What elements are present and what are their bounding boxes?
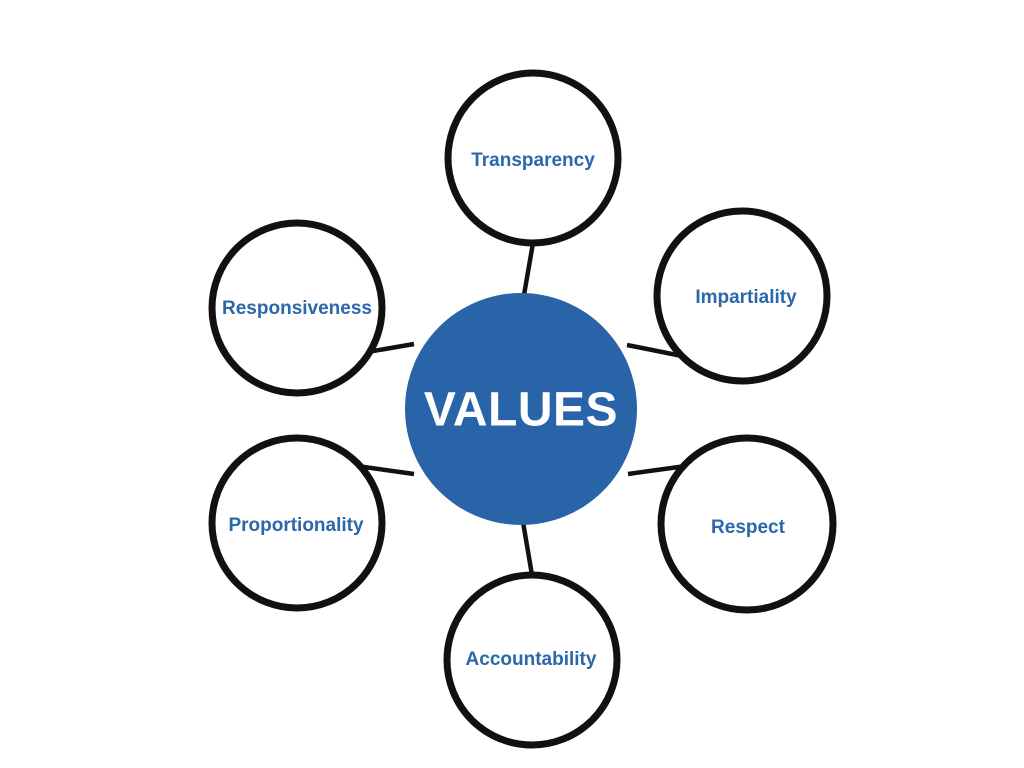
hub-node[interactable]: VALUES (405, 293, 637, 525)
spoke-node-impartiality[interactable]: Impartiality (653, 207, 831, 385)
spoke-label-transparency: Transparency (471, 150, 595, 171)
connector-transparency (521, 242, 536, 296)
spoke-circle-impartiality[interactable] (653, 207, 831, 385)
hub-label: VALUES (424, 384, 618, 437)
spoke-label-respect: Respect (711, 517, 786, 538)
spoke-label-responsiveness: Responsiveness (222, 298, 372, 319)
spoke-circle-transparency[interactable] (444, 69, 622, 247)
spoke-circle-responsiveness[interactable] (208, 219, 386, 397)
spoke-label-accountability: Accountability (466, 649, 597, 670)
spoke-node-respect[interactable]: Respect (657, 434, 837, 614)
spoke-node-responsiveness[interactable]: Responsiveness (208, 219, 386, 397)
spoke-label-proportionality: Proportionality (228, 515, 364, 536)
spoke-circle-accountability[interactable] (443, 571, 621, 749)
spoke-label-impartiality: Impartiality (695, 287, 797, 308)
spoke-node-accountability[interactable]: Accountability (443, 571, 621, 749)
hub-circle[interactable] (405, 293, 637, 525)
spoke-node-proportionality[interactable]: Proportionality (208, 434, 386, 612)
connector-accountability (520, 521, 535, 576)
spoke-circle-respect[interactable] (657, 434, 837, 614)
connector-proportionality (356, 463, 415, 477)
spoke-circle-proportionality[interactable] (208, 434, 386, 612)
spoke-node-transparency[interactable]: Transparency (444, 69, 622, 247)
connector-respect (627, 463, 687, 477)
connector-impartiality (626, 342, 683, 359)
